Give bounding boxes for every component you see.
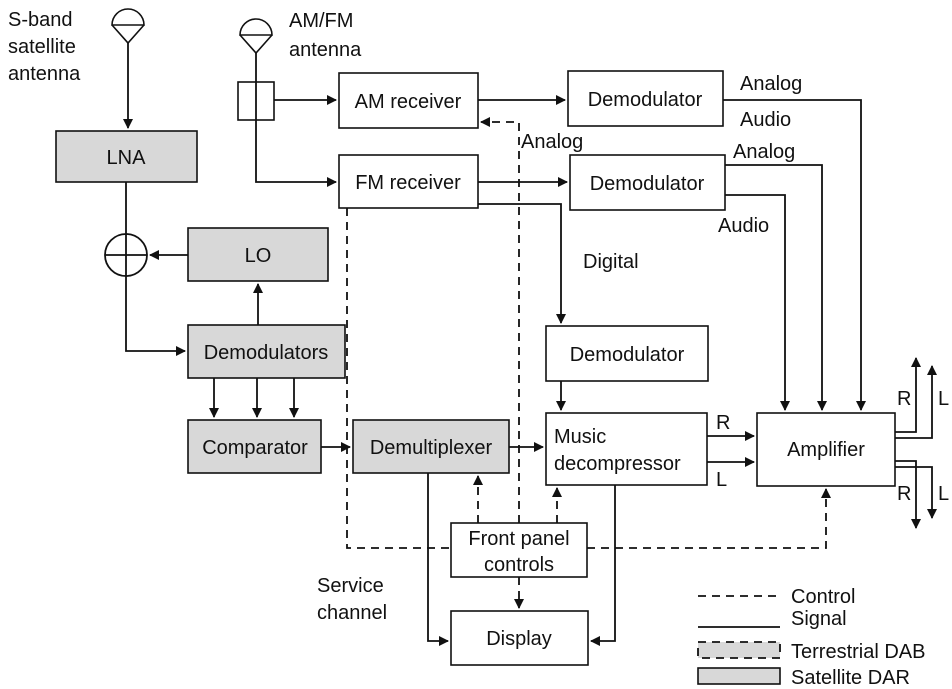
display-label: Display [486,628,552,650]
right-out-bottom-label: R [897,483,911,505]
display-block [450,610,589,666]
amplifier-block [756,412,896,487]
lo-label: LO [245,245,272,267]
amfm-antenna-icon [239,18,273,55]
amfm-antenna-label-2: antenna [289,39,362,61]
demodulators-label: Demodulators [204,342,329,364]
am-receiver-label: AM receiver [355,91,462,113]
comparator-block [187,419,322,474]
music-decompressor-label-2: decompressor [554,453,681,475]
mixer-icon [104,233,148,277]
fm-receiver-block [338,154,479,209]
sband-antenna-label-3: antenna [8,63,81,85]
front-panel-block [450,522,588,578]
digital-label: Digital [583,251,639,273]
fm-analog-label: Analog [733,141,795,163]
legend-satellite-swatch [697,667,781,685]
am-demodulator-block [567,70,724,127]
legend-signal-label: Signal [791,608,847,630]
music-decompressor-block [545,412,708,486]
legend-control-label: Control [791,586,855,608]
amfm-antenna-label-1: AM/FM [289,10,353,32]
am-audio-label: Audio [740,109,791,131]
service-channel-label-1: Service [317,575,384,597]
sband-antenna-label-2: satellite [8,36,76,58]
front-panel-label-2: controls [484,554,554,576]
am-demodulator-label: Demodulator [588,89,703,111]
left-channel-in-label: L [716,469,727,491]
service-channel-label-2: channel [317,602,387,624]
music-decompressor-label-1: Music [554,426,606,448]
digital-demodulator-label: Demodulator [570,344,685,366]
legend-terrestrial-swatch [697,641,781,659]
control-lines [346,117,831,609]
legend-terrestrial-label: Terrestrial DAB [791,641,925,663]
right-channel-in-label: R [716,412,730,434]
fm-demodulator-label: Demodulator [590,173,705,195]
am-analog-label: Analog [740,73,802,95]
left-out-bottom-label: L [938,483,949,505]
digital-demodulator-block [545,325,709,382]
demultiplexer-label: Demultiplexer [370,437,493,459]
analog-mid-label: Analog [521,131,583,153]
fm-audio-label: Audio [718,215,769,237]
lna-label: LNA [107,147,147,169]
signal-lines [123,43,937,646]
right-out-top-label: R [897,388,911,410]
left-out-top-label: L [938,388,949,410]
lo-block [187,227,329,282]
fm-demodulator-block [569,154,726,211]
am-receiver-block [338,72,479,129]
legend-satellite-label: Satellite DAR [791,667,910,689]
amplifier-label: Amplifier [787,439,865,461]
front-panel-label-1: Front panel [468,528,569,550]
demodulators-block [187,324,346,379]
comparator-label: Comparator [202,437,308,459]
lna-block [55,130,198,183]
demultiplexer-block [352,419,510,474]
sband-antenna-label-1: S-band [8,9,73,31]
fm-receiver-label: FM receiver [355,172,461,194]
legend: Control Signal Terrestrial DAB Satellite… [697,586,925,689]
sband-antenna-icon [111,8,145,45]
